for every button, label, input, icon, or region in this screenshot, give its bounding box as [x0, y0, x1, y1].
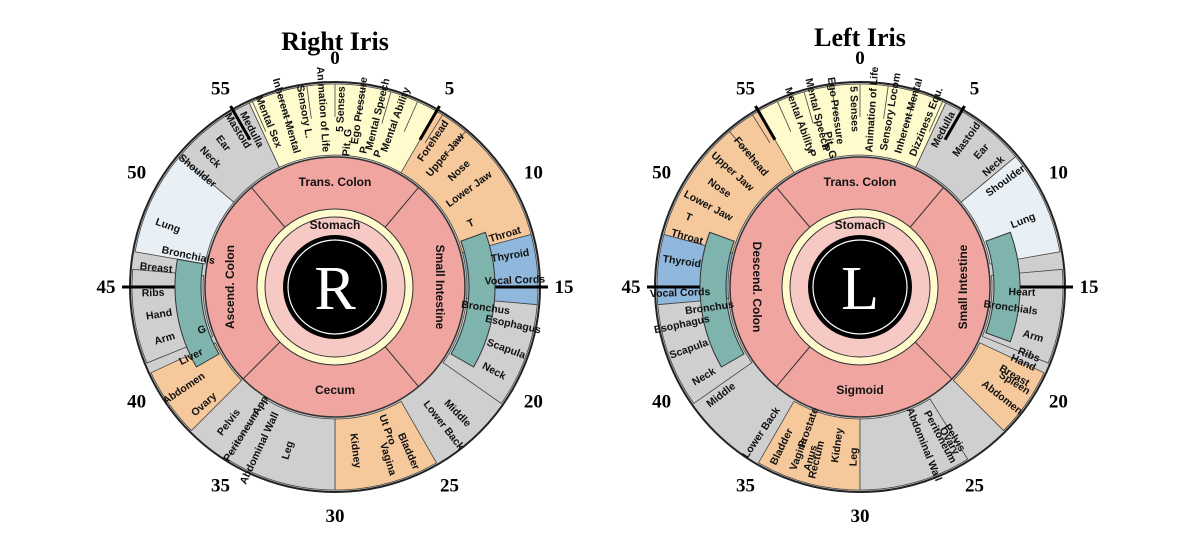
right_iris-segment-label: 5 Senses [334, 86, 348, 132]
right_iris-clock-number: 45 [97, 277, 116, 298]
left_iris-segment-label: 5 Senses [847, 86, 861, 132]
right_iris-trans-colon-label: Trans. Colon [299, 175, 372, 189]
right_iris-segment-label: Ribs [142, 287, 165, 300]
right_iris-clock-number: 55 [211, 79, 230, 100]
left_iris-clock-number: 15 [1080, 277, 1099, 298]
left_iris-clock-number: 0 [855, 48, 865, 69]
right_iris-clock-number: 25 [440, 475, 459, 496]
right_iris-clock-number: 15 [555, 277, 574, 298]
left_iris-descend-colon-label: Descend. Colon [750, 242, 764, 333]
left_iris-small-intestine-label: Small Intestine [956, 244, 970, 329]
left_iris-sigmoid-label: Sigmoid [836, 383, 883, 397]
right_iris-clock-number: 0 [330, 48, 340, 69]
right_iris-segment-label: Pit. G [340, 128, 354, 156]
right_iris-clock-number: 20 [524, 392, 543, 413]
left_iris-clock-number: 40 [652, 392, 671, 413]
left_iris-segment-label: Leg [848, 447, 861, 466]
left_iris-clock-number: 10 [1049, 163, 1068, 184]
left_iris-clock-number: 30 [851, 506, 870, 527]
right_iris-small-intestine-label: Small Intestine [433, 245, 447, 330]
right_iris-clock-number: 10 [524, 163, 543, 184]
right_iris-letter: R [314, 255, 356, 323]
left_iris-clock-number: 25 [965, 475, 984, 496]
right_iris-ascend-colon-label: Ascend. Colon [223, 245, 237, 329]
right_iris-cecum-label: Cecum [315, 383, 355, 397]
left_iris-clock-number: 35 [736, 475, 755, 496]
left_iris-clock-number: 5 [970, 79, 980, 100]
right_iris-clock-number: 30 [326, 506, 345, 527]
right_iris-clock-number: 50 [127, 163, 146, 184]
right_iris-segment-label: Vocal Cords [484, 273, 545, 287]
right_iris-clock-number: 5 [445, 79, 455, 100]
left_iris-clock-number: 55 [736, 79, 755, 100]
left_iris-clock-number: 45 [622, 277, 641, 298]
left_iris-stomach-label: Stomach [835, 218, 886, 232]
left_iris-clock-number: 20 [1049, 392, 1068, 413]
left_iris-segment-label: Heart [1008, 286, 1036, 299]
right_iris-clock-number: 35 [211, 475, 230, 496]
left_iris-segment-label: Vocal Cords [650, 286, 711, 300]
left_iris-clock-number: 50 [652, 163, 671, 184]
left_iris-trans-colon-label: Trans. Colon [824, 175, 897, 189]
right_iris-stomach-label: Stomach [310, 218, 361, 232]
right_iris-clock-number: 40 [127, 392, 146, 413]
left_iris-letter: L [841, 255, 879, 323]
